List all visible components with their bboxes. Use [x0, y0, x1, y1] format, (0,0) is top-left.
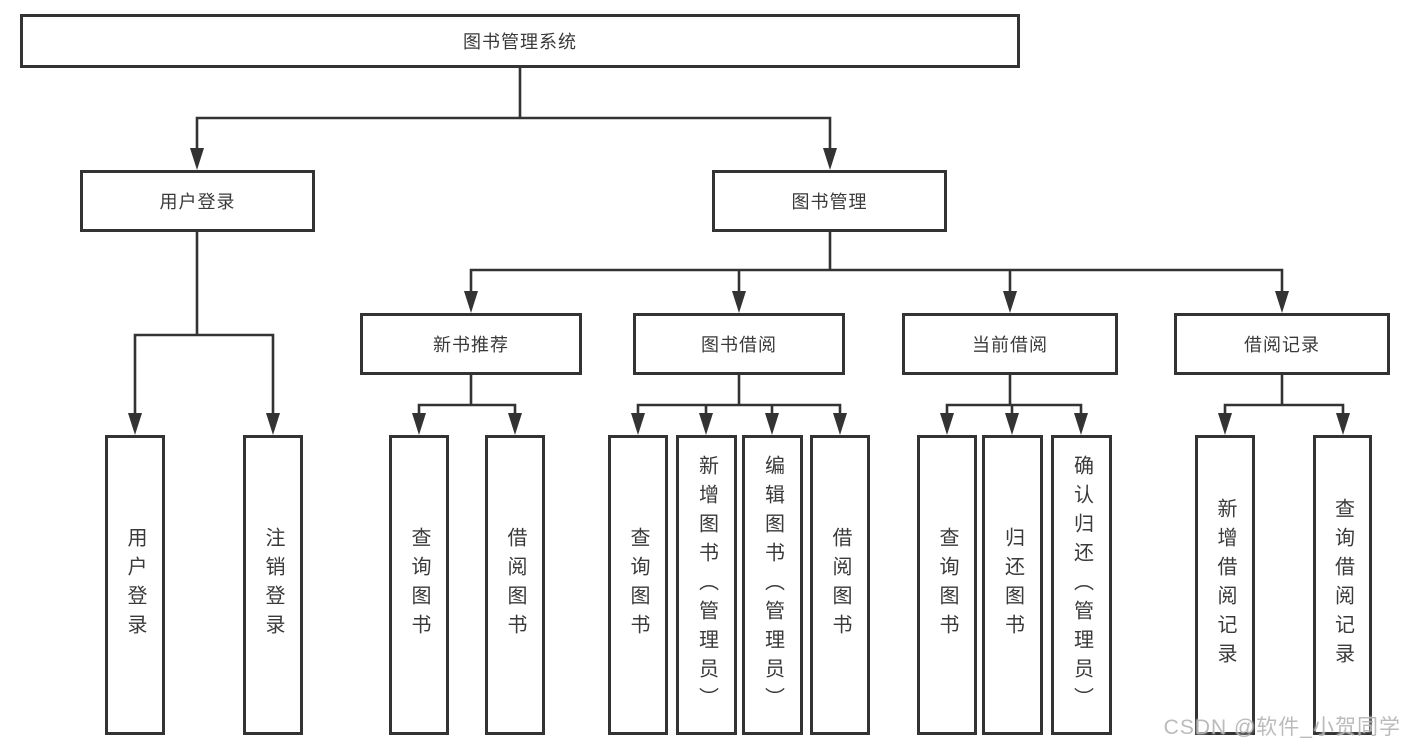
arrow-down-icon [412, 413, 426, 435]
leaf-label: 新增图书（管理员） [695, 454, 718, 716]
connector-book-management-to-level3 [464, 230, 1289, 313]
arrow-down-icon [699, 413, 713, 435]
arrow-down-icon [833, 413, 847, 435]
connector-book-borrow-to-leaves [631, 373, 847, 435]
arrow-down-icon [266, 413, 280, 435]
node-current-borrow: 当前借阅 [902, 313, 1118, 375]
connector-current-borrow-to-leaves [940, 373, 1088, 435]
leaf-logout: 注销登录 [243, 435, 303, 735]
node-user-login: 用户登录 [80, 170, 315, 232]
leaf-label: 新增借阅记录 [1214, 498, 1236, 672]
leaf-user-login: 用户登录 [105, 435, 165, 735]
leaf-label: 借阅图书 [829, 527, 851, 643]
arrow-down-icon [765, 413, 779, 435]
connector-user-login-to-leaves [128, 230, 280, 435]
node-book-borrow: 图书借阅 [633, 313, 845, 375]
leaf-query-borrow-record: 查询借阅记录 [1313, 435, 1372, 735]
leaf-label: 查询图书 [627, 527, 649, 643]
leaf-label: 归还图书 [1001, 527, 1024, 643]
arrow-down-icon [1275, 291, 1289, 313]
leaf-confirm-return-admin: 确认归还（管理员） [1051, 435, 1112, 735]
connector-root-to-level2 [190, 66, 837, 170]
arrow-down-icon [1218, 413, 1232, 435]
leaf-current-query-books: 查询图书 [917, 435, 977, 735]
arrow-down-icon [732, 291, 746, 313]
leaf-label: 查询借阅记录 [1331, 498, 1354, 672]
leaf-label: 查询图书 [408, 527, 430, 643]
leaf-label: 查询图书 [936, 527, 958, 643]
leaf-label: 借阅图书 [504, 527, 526, 643]
arrow-down-icon [1336, 413, 1350, 435]
leaf-add-borrow-record: 新增借阅记录 [1195, 435, 1255, 735]
node-root: 图书管理系统 [20, 14, 1020, 68]
arrow-down-icon [823, 148, 837, 170]
leaf-add-books-admin: 新增图书（管理员） [676, 435, 737, 735]
node-new-book-recommend: 新书推荐 [360, 313, 582, 375]
leaf-return-books: 归还图书 [982, 435, 1043, 735]
leaf-borrow-query-books: 查询图书 [608, 435, 668, 735]
connector-new-book-recommend-to-leaves [412, 373, 522, 435]
arrow-down-icon [1003, 291, 1017, 313]
leaf-label: 用户登录 [124, 527, 146, 643]
connector-borrow-records-to-leaves [1218, 373, 1350, 435]
arrow-down-icon [508, 413, 522, 435]
arrow-down-icon [464, 291, 478, 313]
arrow-down-icon [940, 413, 954, 435]
arrow-down-icon [128, 413, 142, 435]
leaf-borrow-books: 借阅图书 [810, 435, 870, 735]
leaf-edit-books-admin: 编辑图书（管理员） [742, 435, 803, 735]
leaf-label: 编辑图书（管理员） [761, 454, 784, 716]
arrow-down-icon [190, 148, 204, 170]
leaf-recommend-query-books: 查询图书 [389, 435, 449, 735]
arrow-down-icon [1005, 413, 1019, 435]
leaf-label: 确认归还（管理员） [1070, 454, 1093, 716]
leaf-label: 注销登录 [262, 527, 284, 643]
node-book-management: 图书管理 [712, 170, 947, 232]
arrow-down-icon [631, 413, 645, 435]
arrow-down-icon [1074, 413, 1088, 435]
node-borrow-records: 借阅记录 [1174, 313, 1390, 375]
leaf-recommend-borrow-books: 借阅图书 [485, 435, 545, 735]
